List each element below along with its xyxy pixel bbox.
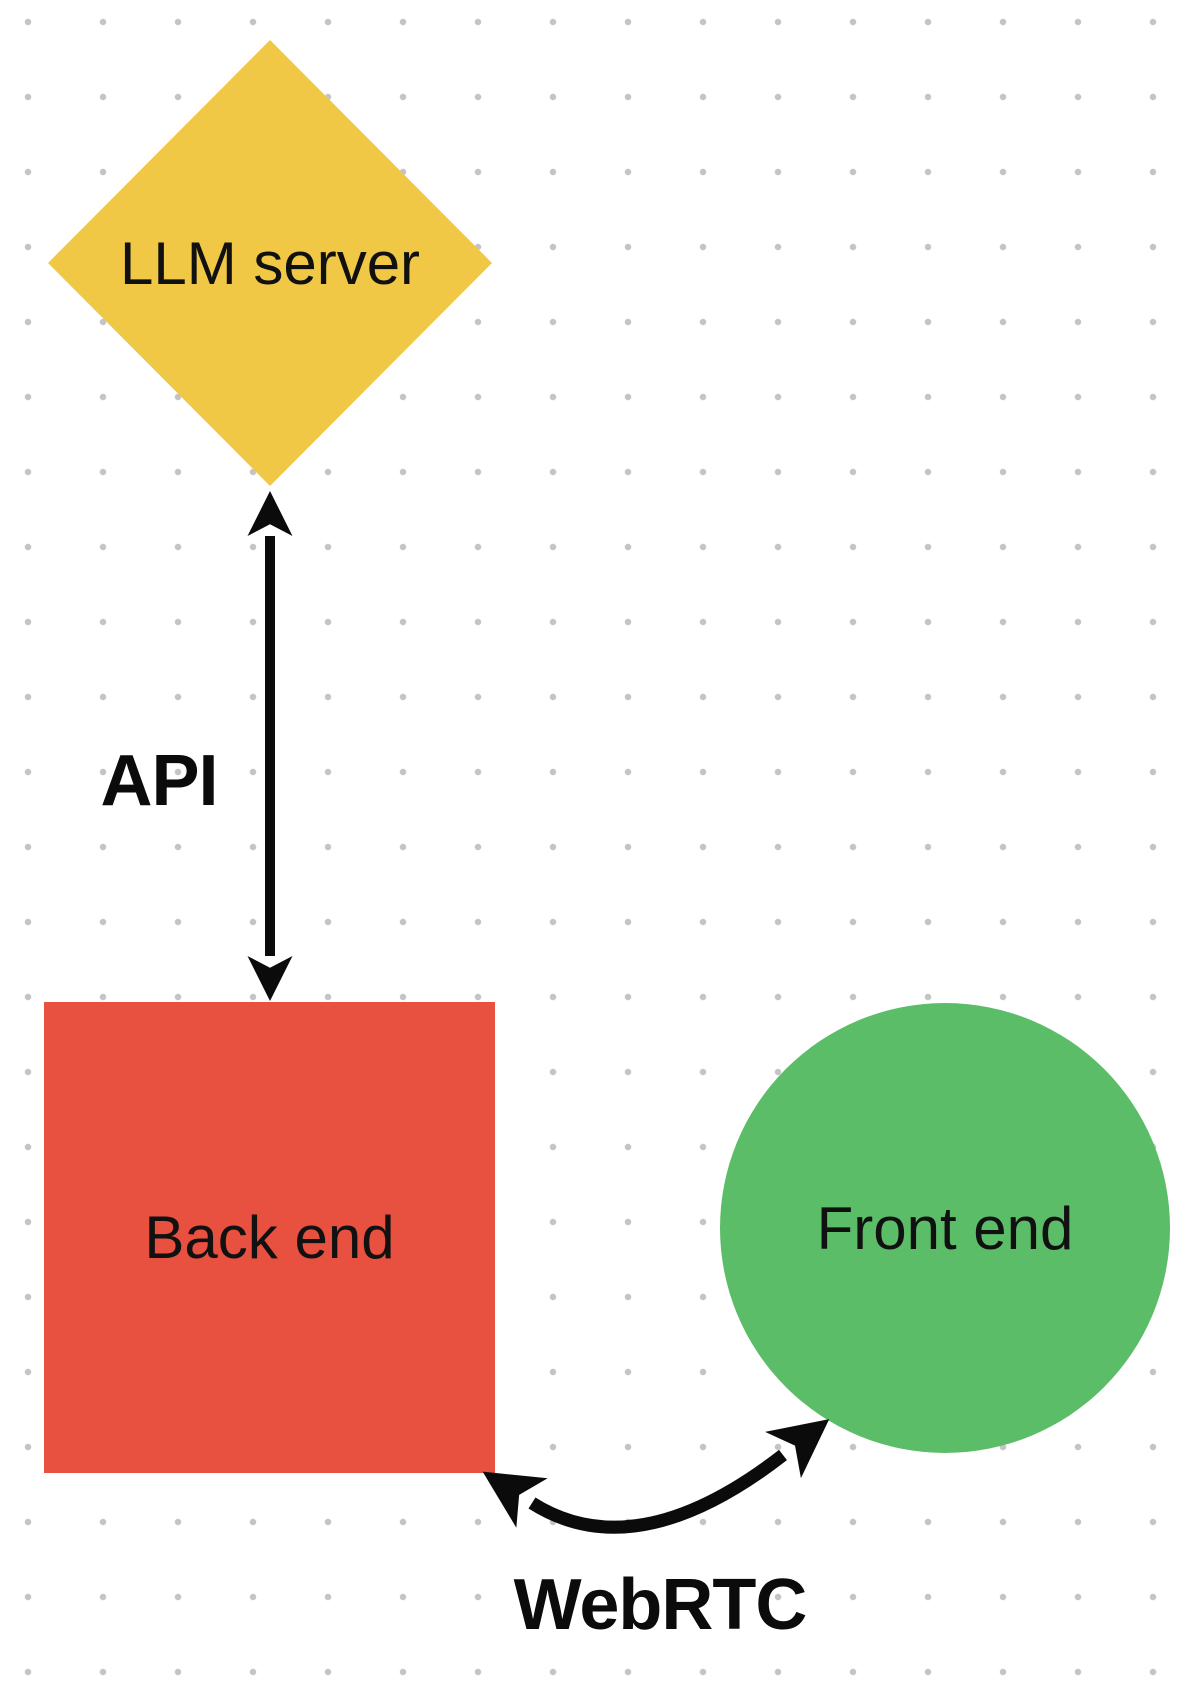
webrtc-arrow[interactable]	[482, 1419, 830, 1534]
node-front-end-label: Front end	[816, 1194, 1074, 1262]
node-front-end[interactable]: Front end	[720, 1003, 1170, 1453]
api-arrow-label[interactable]: API	[100, 741, 218, 821]
webrtc-arrow-label[interactable]: WebRTC	[513, 1565, 808, 1645]
node-back-end-label: Back end	[144, 1204, 395, 1271]
node-back-end[interactable]: Back end	[44, 1002, 495, 1473]
node-llm-server-label: LLM server	[119, 229, 421, 297]
node-llm-server[interactable]: LLM server	[48, 40, 492, 486]
